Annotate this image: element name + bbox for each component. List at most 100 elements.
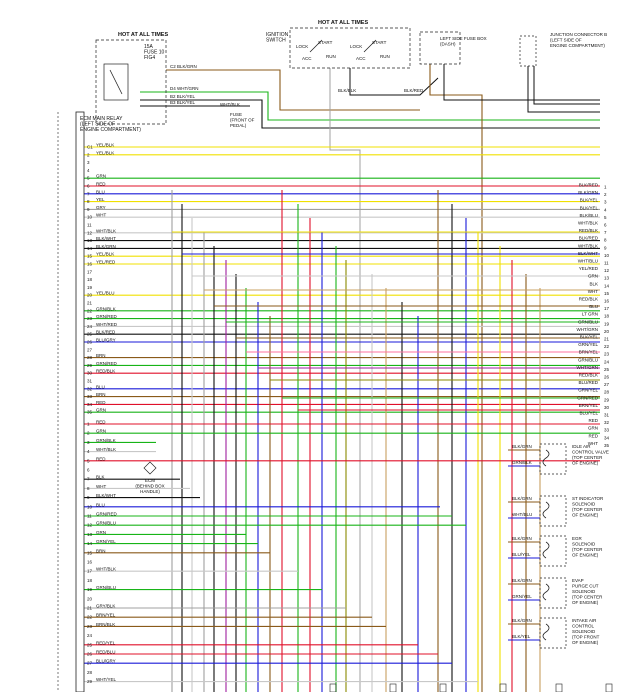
switch-position-label: START <box>318 40 333 45</box>
wire-top <box>429 64 483 692</box>
ecm-pin-number: 11 <box>87 223 92 228</box>
switch-position-label: ACC <box>302 56 312 61</box>
ignition-switch-label: SWITCH <box>266 38 286 44</box>
right-pin-number: 7 <box>604 230 607 235</box>
lower-pin-color: BRN/BLK <box>96 622 115 627</box>
solenoid-coil-icon <box>542 541 550 559</box>
component-wire-label: GRN/YEL <box>512 594 532 599</box>
lower-pin-number: 7 <box>87 477 90 482</box>
ecm-connector <box>75 111 85 692</box>
lower-pin-number: 26 <box>87 652 93 657</box>
right-pin-number: 11 <box>604 261 609 266</box>
ecm-pin-number: 19 <box>87 285 93 290</box>
right-pin-number: 26 <box>604 375 610 380</box>
ecm-pin-number: 16 <box>87 262 93 267</box>
lower-pin-number: 2 <box>87 431 90 436</box>
ecm-pin-number: 29 <box>87 363 93 368</box>
top-wire-label: C2 BLK/GRN <box>170 64 197 69</box>
right-pin-number: 12 <box>604 268 610 273</box>
fuse-label: FIG4 <box>144 55 155 61</box>
right-pin-color: GRN/RED <box>577 395 599 400</box>
bottom-connector <box>605 683 613 692</box>
fuse-pedal-label: FUSE <box>230 112 242 117</box>
right-pin-number: 24 <box>604 359 610 364</box>
lower-pin-color: GRY/BLK <box>96 604 115 609</box>
right-pin-color: BLK/YEL <box>580 198 599 203</box>
lower-pin-color: GRN/BLU <box>96 585 116 590</box>
junction-connector-label: ENGINE COMPARTMENT) <box>550 43 605 48</box>
right-pin-number: 32 <box>604 420 610 425</box>
component-label: SOLENOID <box>572 589 596 594</box>
component-label: CONTROL <box>572 624 594 629</box>
component-label: PURGE CUT <box>572 584 599 589</box>
ecm-pin-color: GRN/RED <box>96 314 118 319</box>
bottom-connector <box>555 683 563 692</box>
ignition-contact <box>363 39 377 53</box>
solenoid-coil-icon <box>542 583 550 601</box>
right-pin-number: 1 <box>604 185 607 190</box>
right-pin-color: GRN/YEL <box>578 342 598 347</box>
ecm-pin-color: YEL/BLK <box>96 252 114 257</box>
lower-pin-number: 8 <box>87 486 90 491</box>
right-pin-color: WHT <box>588 441 598 446</box>
lower-pin-color: GRN <box>96 530 106 535</box>
right-pin-number: 19 <box>604 321 610 326</box>
right-pin-number: 8 <box>604 238 607 243</box>
right-pin-number: 33 <box>604 428 610 433</box>
ecm-pin-color: YEL/RED <box>96 260 116 265</box>
lower-pin-color: RED <box>96 420 106 425</box>
lower-pin-number: 18 <box>87 578 93 583</box>
lower-pin-color: WHT/YEL <box>96 677 116 682</box>
top-wire-label: BLK/BLK <box>338 88 356 93</box>
ecm-pin-number: 5 <box>87 176 90 181</box>
wire-top <box>527 66 600 113</box>
right-pin-number: 10 <box>604 253 610 258</box>
ecm-pin-number: 4 <box>87 168 90 173</box>
lower-pin-number: 27 <box>87 661 93 666</box>
solenoid-coil-icon <box>542 501 550 519</box>
lower-pin-color: RED/BLU <box>96 650 116 655</box>
right-pin-color: YEL/RED <box>579 266 599 271</box>
right-pin-color: WHT/BLU <box>578 259 598 264</box>
lower-pin-color: GRN <box>96 429 106 434</box>
right-pin-color: RED <box>588 433 598 438</box>
component-wire-label: WHT/BLU <box>512 512 532 517</box>
right-pin-color: LT GRN <box>582 312 598 317</box>
component-label: INTAKE AIR <box>572 618 597 623</box>
ecm-pin-number: 34 <box>87 402 93 407</box>
right-pin-number: 28 <box>604 390 610 395</box>
lower-pin-color: BRN <box>96 548 106 553</box>
right-pin-number: 18 <box>604 314 610 319</box>
ecm-main-relay-label: (LEFT SIDE OF <box>80 122 115 128</box>
solenoid-coil-icon <box>542 623 550 641</box>
right-pin-number: 15 <box>604 291 610 296</box>
switch-position-label: START <box>372 40 387 45</box>
ecm-pin-number: 13 <box>87 238 93 243</box>
ecm-pin-number: 14 <box>87 246 93 251</box>
lower-pin-color: GRN/YEL <box>96 539 116 544</box>
ecm-pin-number: 35 <box>87 410 93 415</box>
ecm-pin-color: RED/BLK <box>96 369 115 374</box>
ecm-main-relay-label: ECM MAIN RELAY <box>80 116 123 122</box>
switch-position-label: LOCK <box>350 44 362 49</box>
right-pin-number: 29 <box>604 397 610 402</box>
right-pin-number: 30 <box>604 405 610 410</box>
ecm-pin-number: 17 <box>87 269 93 274</box>
right-pin-number: 27 <box>604 382 610 387</box>
component-wire-label: GRN/BLK <box>512 460 532 465</box>
lower-pin-color: RED/YEL <box>96 640 116 645</box>
right-pin-number: 6 <box>604 223 607 228</box>
right-pin-number: 3 <box>604 200 607 205</box>
right-pin-color: BLK/YEL <box>580 205 599 210</box>
ecm-pin-number: 31 <box>87 379 93 384</box>
right-pin-color: WHT <box>588 289 598 294</box>
ecm-pin-number: 26 <box>87 340 93 345</box>
ecm-pin-color: BRN <box>96 392 106 397</box>
component-wire-label: BLK/GRN <box>512 578 532 583</box>
right-pin-number: 31 <box>604 413 610 418</box>
lower-pin-color: BLK/WHT <box>96 493 116 498</box>
ecm-pin-color: RED <box>96 182 106 187</box>
ignition-switch-label: IGNITION <box>266 32 289 38</box>
right-pin-color: RED/BLK <box>579 297 598 302</box>
